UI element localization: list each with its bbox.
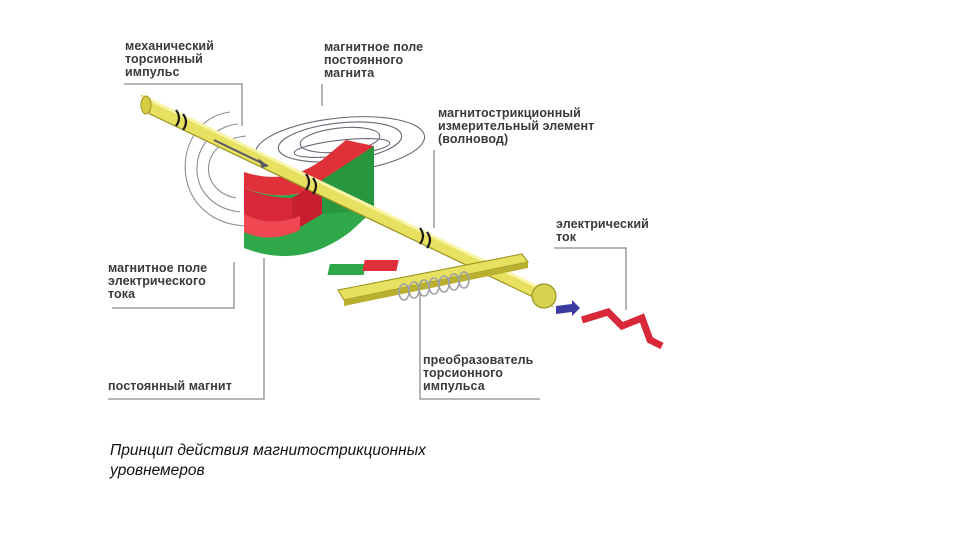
waveguide-rod (140, 94, 557, 309)
converter-green-magnet (327, 264, 366, 275)
magnet-top-red (244, 140, 374, 196)
label-converter: преобразователь торсионного импульса (423, 353, 534, 393)
leader-lines (108, 83, 627, 400)
current-pulse (556, 300, 664, 350)
label-permanent-magnet: постоянный магнит (108, 379, 232, 393)
rod-end-cap (531, 283, 557, 309)
figure-caption: Принцип действия магнитострикционных уро… (110, 442, 426, 479)
current-arrow-icon (556, 300, 580, 316)
leader-converter (419, 292, 540, 400)
leader-mechanical-impulse (124, 83, 243, 126)
label-permanent-magnet-field: магнитное поле постоянного магнита (324, 40, 424, 80)
converter-coil (398, 271, 470, 301)
leader-permanent-magnet (108, 258, 265, 400)
leader-electric-current (554, 247, 627, 310)
torsion-converter (327, 253, 529, 306)
label-electric-current: электрический ток (556, 217, 649, 244)
label-waveguide: магнитострикционный измерительный элемен… (438, 106, 595, 146)
label-current-field: магнитное поле электрического тока (108, 261, 208, 301)
magnet-lower-red (244, 214, 300, 238)
torsion-direction-arrow (213, 139, 269, 167)
label-mechanical-impulse: механический торсионный импульс (125, 39, 214, 79)
converter-red-magnet (362, 260, 399, 271)
rod-start-cap (140, 95, 152, 115)
leader-current-field (112, 262, 235, 309)
